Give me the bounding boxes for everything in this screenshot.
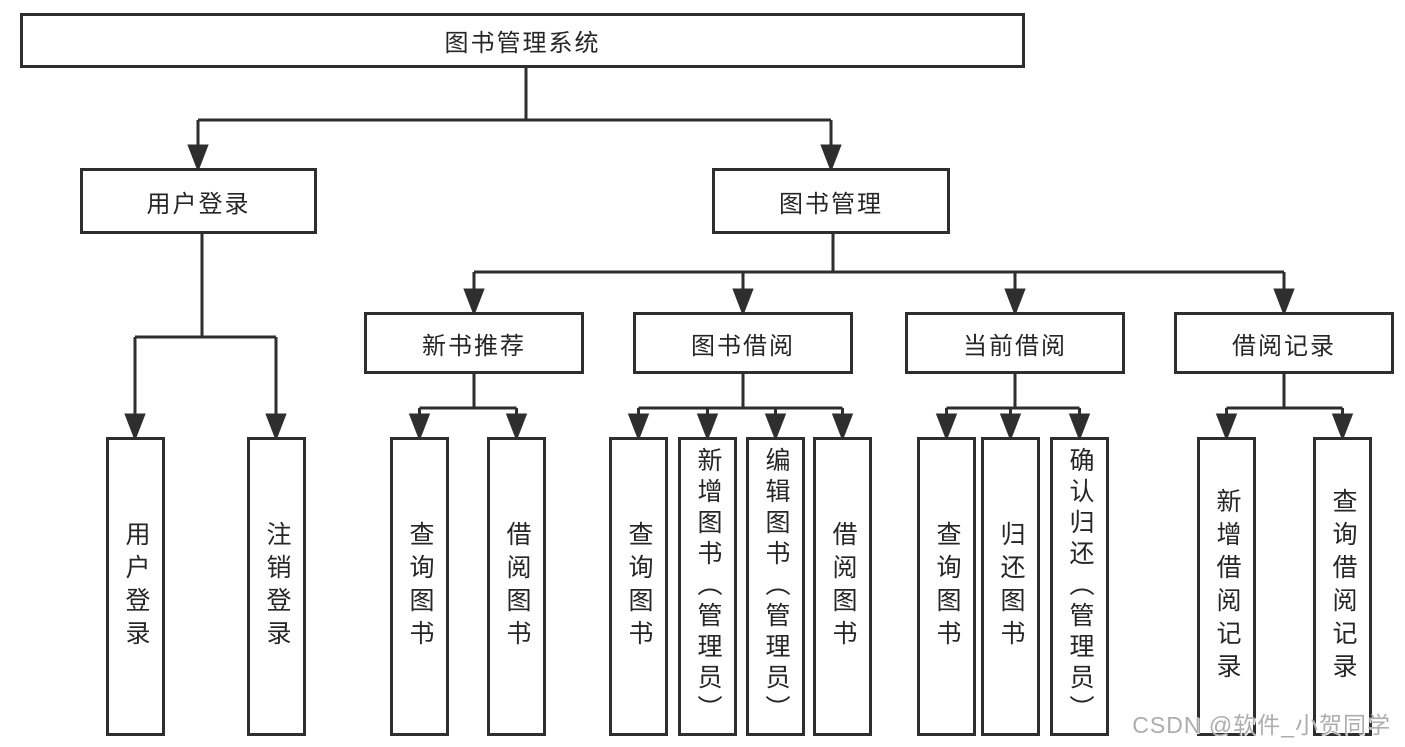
leaf-edit-book-admin: 编辑图书（管理员）: [746, 437, 805, 736]
leaf-query-books-2: 查询图书: [609, 437, 668, 736]
node-current-borrow: 当前借阅: [905, 312, 1125, 374]
csdn-watermark: CSDN @软件_小贺同学: [1132, 712, 1391, 738]
leaf-query-books-1: 查询图书: [390, 437, 449, 736]
leaf-borrow-books-2: 借阅图书: [813, 437, 872, 736]
connector-book-borrow-to-leaves: [627, 374, 854, 442]
leaf-confirm-return-admin: 确认归还（管理员）: [1050, 437, 1109, 736]
node-book-borrow: 图书借阅: [633, 312, 853, 374]
leaf-borrow-books-1: 借阅图书: [487, 437, 546, 736]
leaf-query-books-3: 查询图书: [917, 437, 976, 736]
connector-borrow-records-to-leaves: [1215, 374, 1354, 442]
connector-book-mgmt-to-level3: [463, 234, 1295, 317]
connector-user-login-to-leaves: [124, 234, 287, 442]
leaf-query-borrow-record: 查询借阅记录: [1313, 437, 1372, 736]
leaf-logout: 注销登录: [247, 437, 306, 736]
leaf-add-book-admin: 新增图书（管理员）: [678, 437, 737, 736]
leaf-user-login: 用户登录: [106, 437, 165, 736]
connector-current-borrow-to-leaves: [935, 374, 1091, 442]
connector-root-to-level2: [187, 68, 842, 173]
connector-new-book-rec-to-leaves: [408, 374, 528, 442]
node-user-login: 用户登录: [80, 168, 317, 234]
node-borrow-records: 借阅记录: [1174, 312, 1394, 374]
node-new-book-rec: 新书推荐: [364, 312, 584, 374]
leaf-add-borrow-record: 新增借阅记录: [1197, 437, 1256, 736]
node-root: 图书管理系统: [20, 13, 1025, 68]
node-book-mgmt: 图书管理: [712, 168, 950, 234]
leaf-return-book: 归还图书: [981, 437, 1040, 736]
